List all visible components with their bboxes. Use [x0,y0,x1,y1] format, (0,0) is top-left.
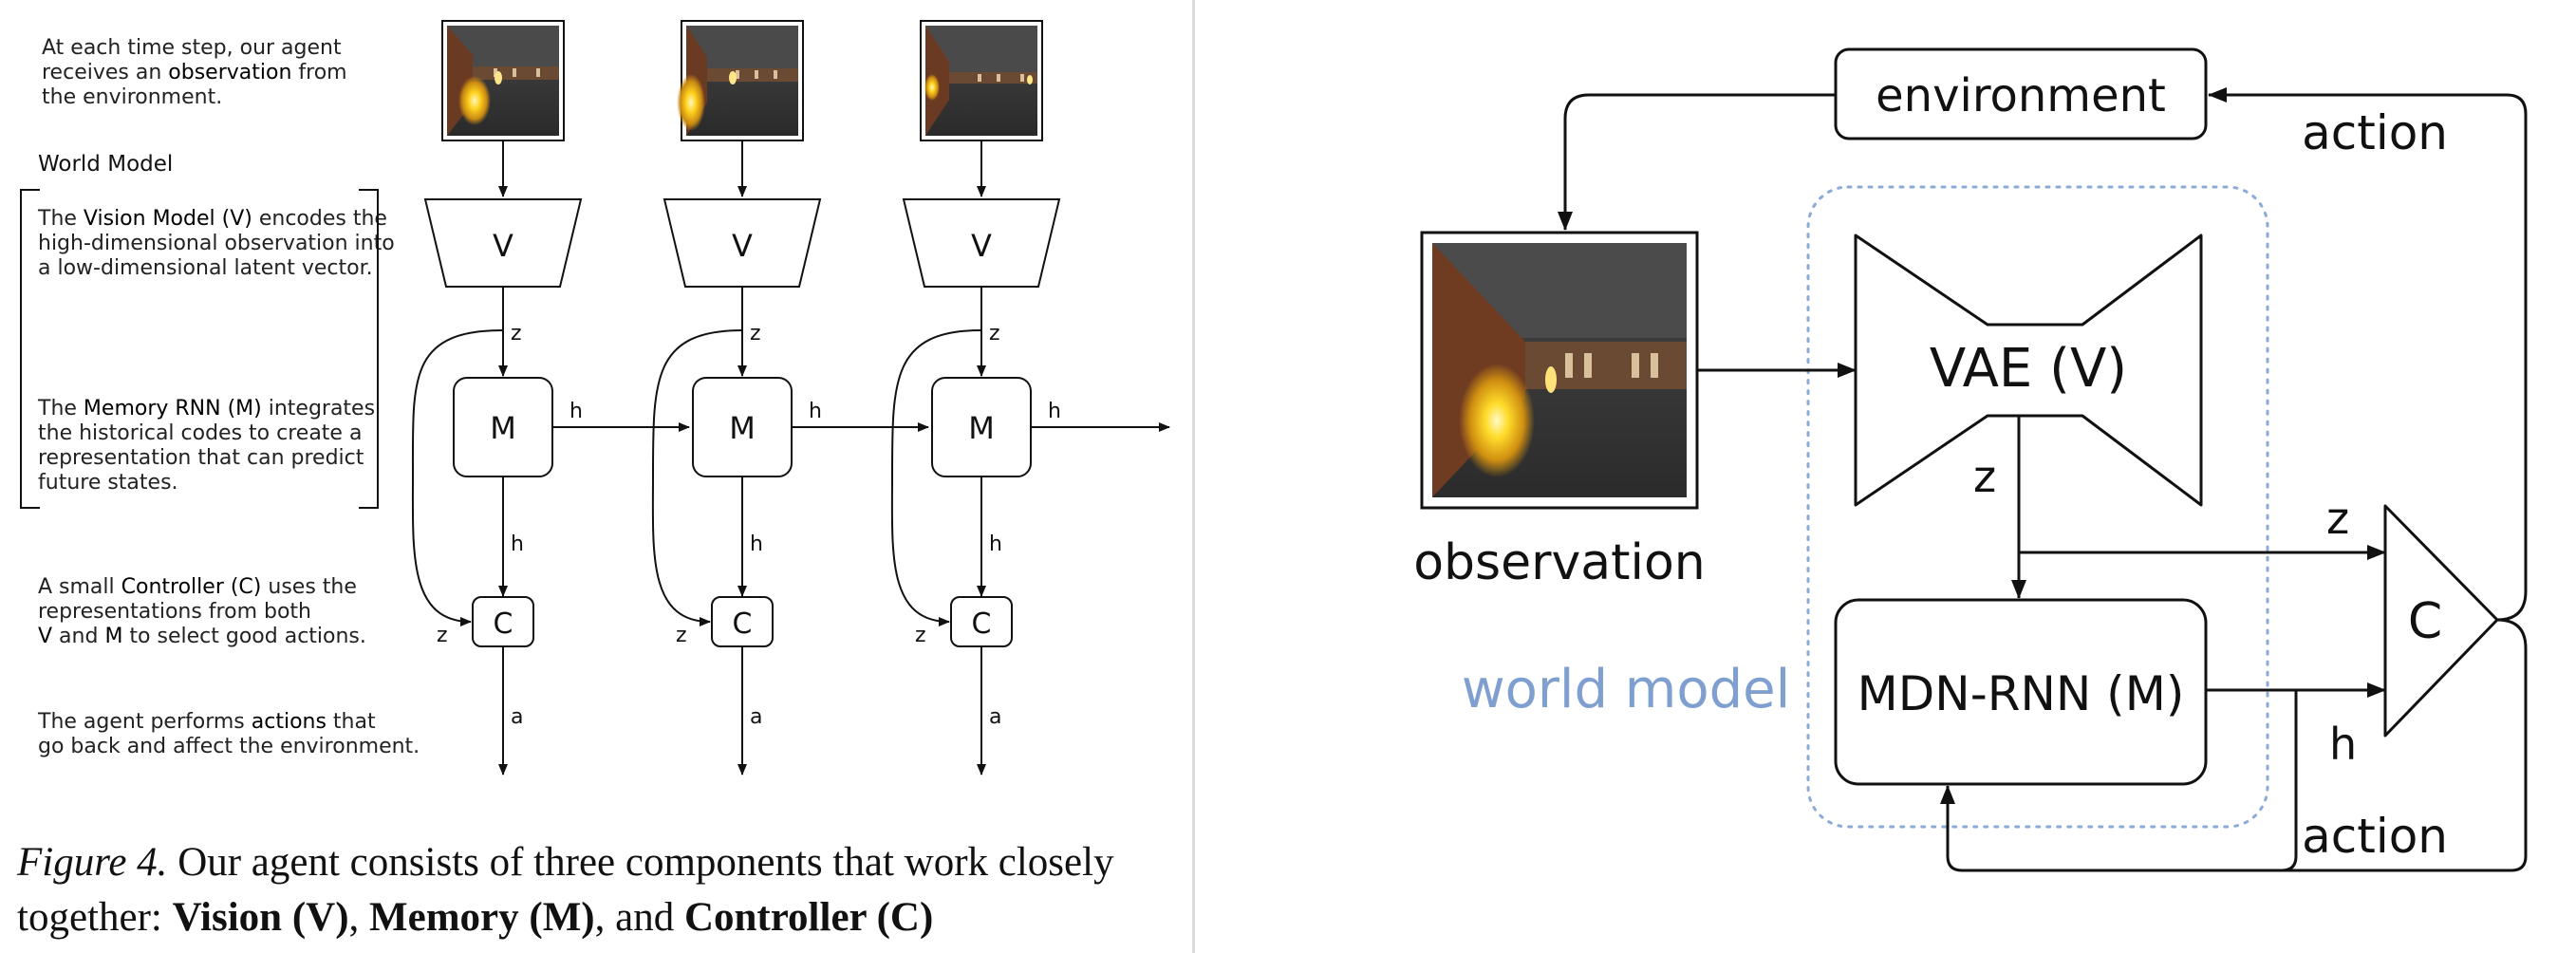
svg-text:C: C [494,607,513,641]
svg-text:z: z [676,624,687,647]
actions-description: The agent performs actions that go back … [38,710,420,758]
svg-text:M: M [729,410,756,446]
action-label-top: action [2302,105,2448,160]
svg-text:M: M [968,410,995,446]
timestep-column-2: V z M h z C a [651,20,822,775]
world-model-diagram: environment observation world model VAE … [1413,47,2528,872]
mdn-rnn-label: MDN-RNN (M) [1857,666,2185,721]
world-model-label: world model [1462,659,1790,720]
left-panel: At each time step, our agent receives an… [0,0,1192,953]
world-model-bracket-right [359,189,379,509]
svg-text:a: a [989,705,1001,729]
observation-description: At each time step, our agent receives an… [42,36,347,109]
svg-text:h: h [2329,719,2357,770]
svg-text:V: V [732,228,753,264]
svg-text:h: h [750,533,763,556]
svg-text:M: M [490,410,516,446]
world-model-heading: World Model [38,152,174,177]
svg-text:a: a [750,705,762,729]
vision-node-1 [423,198,583,288]
svg-text:h: h [989,533,1002,556]
controller-description: A small Controller (C) uses the represen… [38,575,366,648]
vision-description: The Vision Model (V) encodes the high-di… [38,207,395,280]
observation-frame [1420,231,1699,510]
mdn-rnn-node [1834,598,2208,786]
controller-node [2383,504,2499,738]
svg-text:z: z [437,624,448,647]
svg-text:h: h [1048,400,1061,423]
observation-label: observation [1413,534,1706,591]
svg-text:C: C [972,607,992,641]
timestep-column-1: V z M h z C a [411,20,583,775]
svg-text:z: z [750,322,761,346]
world-model-bracket-left [20,189,40,509]
action-label-bottom: action [2302,809,2448,864]
observation-frame-2 [677,20,804,141]
vision-node-label: V [493,228,513,264]
figure-caption: Figure 4. Our agent consists of three co… [17,840,1114,940]
vision-node-3 [902,198,1061,288]
vae-node [1854,234,2203,507]
panel-divider [1192,0,1195,953]
svg-text:z: z [989,322,1000,346]
world-model-region [1806,185,2269,829]
svg-text:z: z [2326,493,2349,544]
vision-node-2 [663,198,822,288]
observation-frame-1 [441,20,565,141]
environment-label: environment [1876,69,2166,122]
memory-description: The Memory RNN (M) integrates the histor… [38,397,376,495]
svg-text:C: C [733,607,753,641]
controller-label: C [2408,593,2442,650]
vae-label: VAE (V) [1930,338,2127,400]
svg-text:h: h [809,400,822,423]
svg-text:V: V [971,228,992,264]
left-diagram: V z M h z C a h [20,20,1170,775]
right-panel: environment observation world model VAE … [1195,0,2576,953]
svg-text:h: h [569,400,583,423]
observation-frame-3 [920,20,1043,141]
svg-text:z: z [915,624,926,647]
svg-text:z: z [1973,451,1996,502]
svg-text:h: h [511,533,524,556]
svg-text:a: a [511,705,523,729]
timestep-column-3: V z M h z C a [890,20,1061,775]
svg-text:z: z [511,322,522,346]
